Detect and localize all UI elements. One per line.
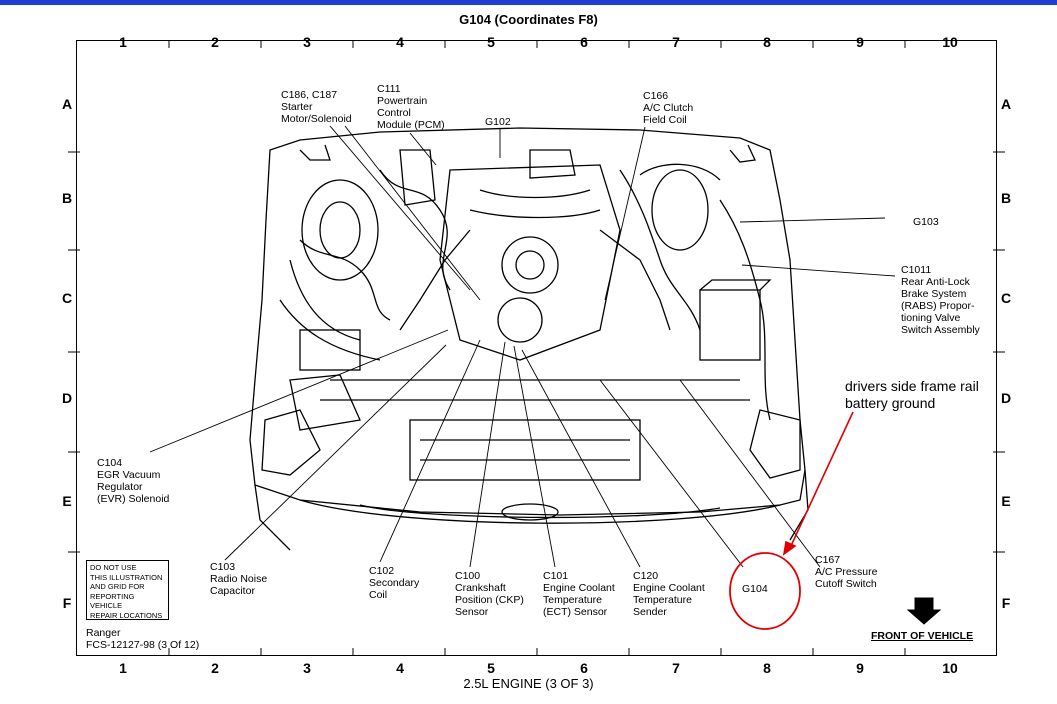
- notice-line: THIS ILLUSTRATION: [90, 572, 163, 582]
- front-of-vehicle-label: FRONT OF VEHICLE: [871, 630, 974, 642]
- row-label: C: [61, 290, 73, 306]
- col-label: 6: [580, 660, 588, 676]
- label-g104: G104: [742, 583, 768, 595]
- label-g103: G103: [913, 216, 939, 228]
- col-label: 5: [487, 34, 495, 50]
- diagram-title: G104 (Coordinates F8): [459, 12, 598, 27]
- col-label: 9: [856, 660, 864, 676]
- row-label: A: [61, 96, 73, 112]
- col-label: 4: [396, 660, 404, 676]
- label-c167: C167 A/C Pressure Cutoff Switch: [815, 554, 878, 590]
- col-label: 9: [856, 34, 864, 50]
- label-c1011: C1011 Rear Anti-Lock Brake System (RABS)…: [901, 264, 980, 336]
- row-label: D: [61, 390, 73, 406]
- annotation-text: drivers side frame rail battery ground: [845, 378, 979, 412]
- notice-line: REPAIR LOCATIONS: [90, 610, 163, 620]
- vehicle-name: Ranger: [86, 627, 121, 639]
- col-label: 7: [672, 34, 680, 50]
- label-c100: C100 Crankshaft Position (CKP) Sensor: [455, 570, 524, 618]
- row-label: E: [62, 493, 72, 509]
- col-label: 2: [211, 34, 219, 50]
- col-label: 1: [119, 660, 127, 676]
- row-label: B: [1000, 190, 1012, 206]
- top-accent-bar: [0, 0, 1057, 5]
- notice-line: REPORTING VEHICLE: [90, 591, 135, 611]
- notice-line: DO NOT USE: [90, 563, 137, 572]
- col-label: 3: [303, 660, 311, 676]
- col-label: 8: [763, 34, 771, 50]
- label-c186-c187: C186, C187 Starter Motor/Solenoid: [281, 89, 352, 125]
- label-c102: C102 Secondary Coil: [369, 565, 420, 601]
- label-c103: C103 Radio Noise Capacitor: [210, 561, 268, 597]
- col-label: 7: [672, 660, 680, 676]
- row-label: D: [1000, 390, 1012, 406]
- col-label: 3: [303, 34, 311, 50]
- row-label: A: [1000, 96, 1012, 112]
- row-label: C: [1000, 290, 1012, 306]
- notice-line: AND GRID FOR: [90, 582, 145, 591]
- row-label: F: [1001, 595, 1011, 611]
- label-c104: C104 EGR Vacuum Regulator (EVR) Solenoid: [97, 457, 170, 505]
- notice-box: DO NOT USE THIS ILLUSTRATION AND GRID FO…: [86, 560, 169, 620]
- col-label: 8: [763, 660, 771, 676]
- row-label: B: [61, 190, 73, 206]
- col-label: 6: [580, 34, 588, 50]
- annotation-line: battery ground: [845, 395, 936, 411]
- label-c120: C120 Engine Coolant Temperature Sender: [633, 570, 705, 618]
- diagram-footer: 2.5L ENGINE (3 OF 3): [463, 676, 594, 691]
- col-label: 1: [119, 34, 127, 50]
- row-label: E: [1001, 493, 1011, 509]
- col-label: 10: [942, 34, 958, 50]
- annotation-line: drivers side frame rail: [845, 378, 979, 394]
- col-label: 4: [396, 34, 404, 50]
- front-arrow-icon: [906, 597, 942, 625]
- row-label: F: [62, 595, 72, 611]
- col-label: 5: [487, 660, 495, 676]
- col-label: 2: [211, 660, 219, 676]
- col-label: 10: [942, 660, 958, 676]
- label-c111: C111 Powertrain Control Module (PCM): [377, 83, 445, 131]
- figure-code: FCS-12127-98 (3 Of 12): [86, 639, 200, 651]
- label-g102: G102: [485, 116, 511, 128]
- label-c101: C101 Engine Coolant Temperature (ECT) Se…: [543, 570, 615, 618]
- label-c166: C166 A/C Clutch Field Coil: [643, 90, 694, 126]
